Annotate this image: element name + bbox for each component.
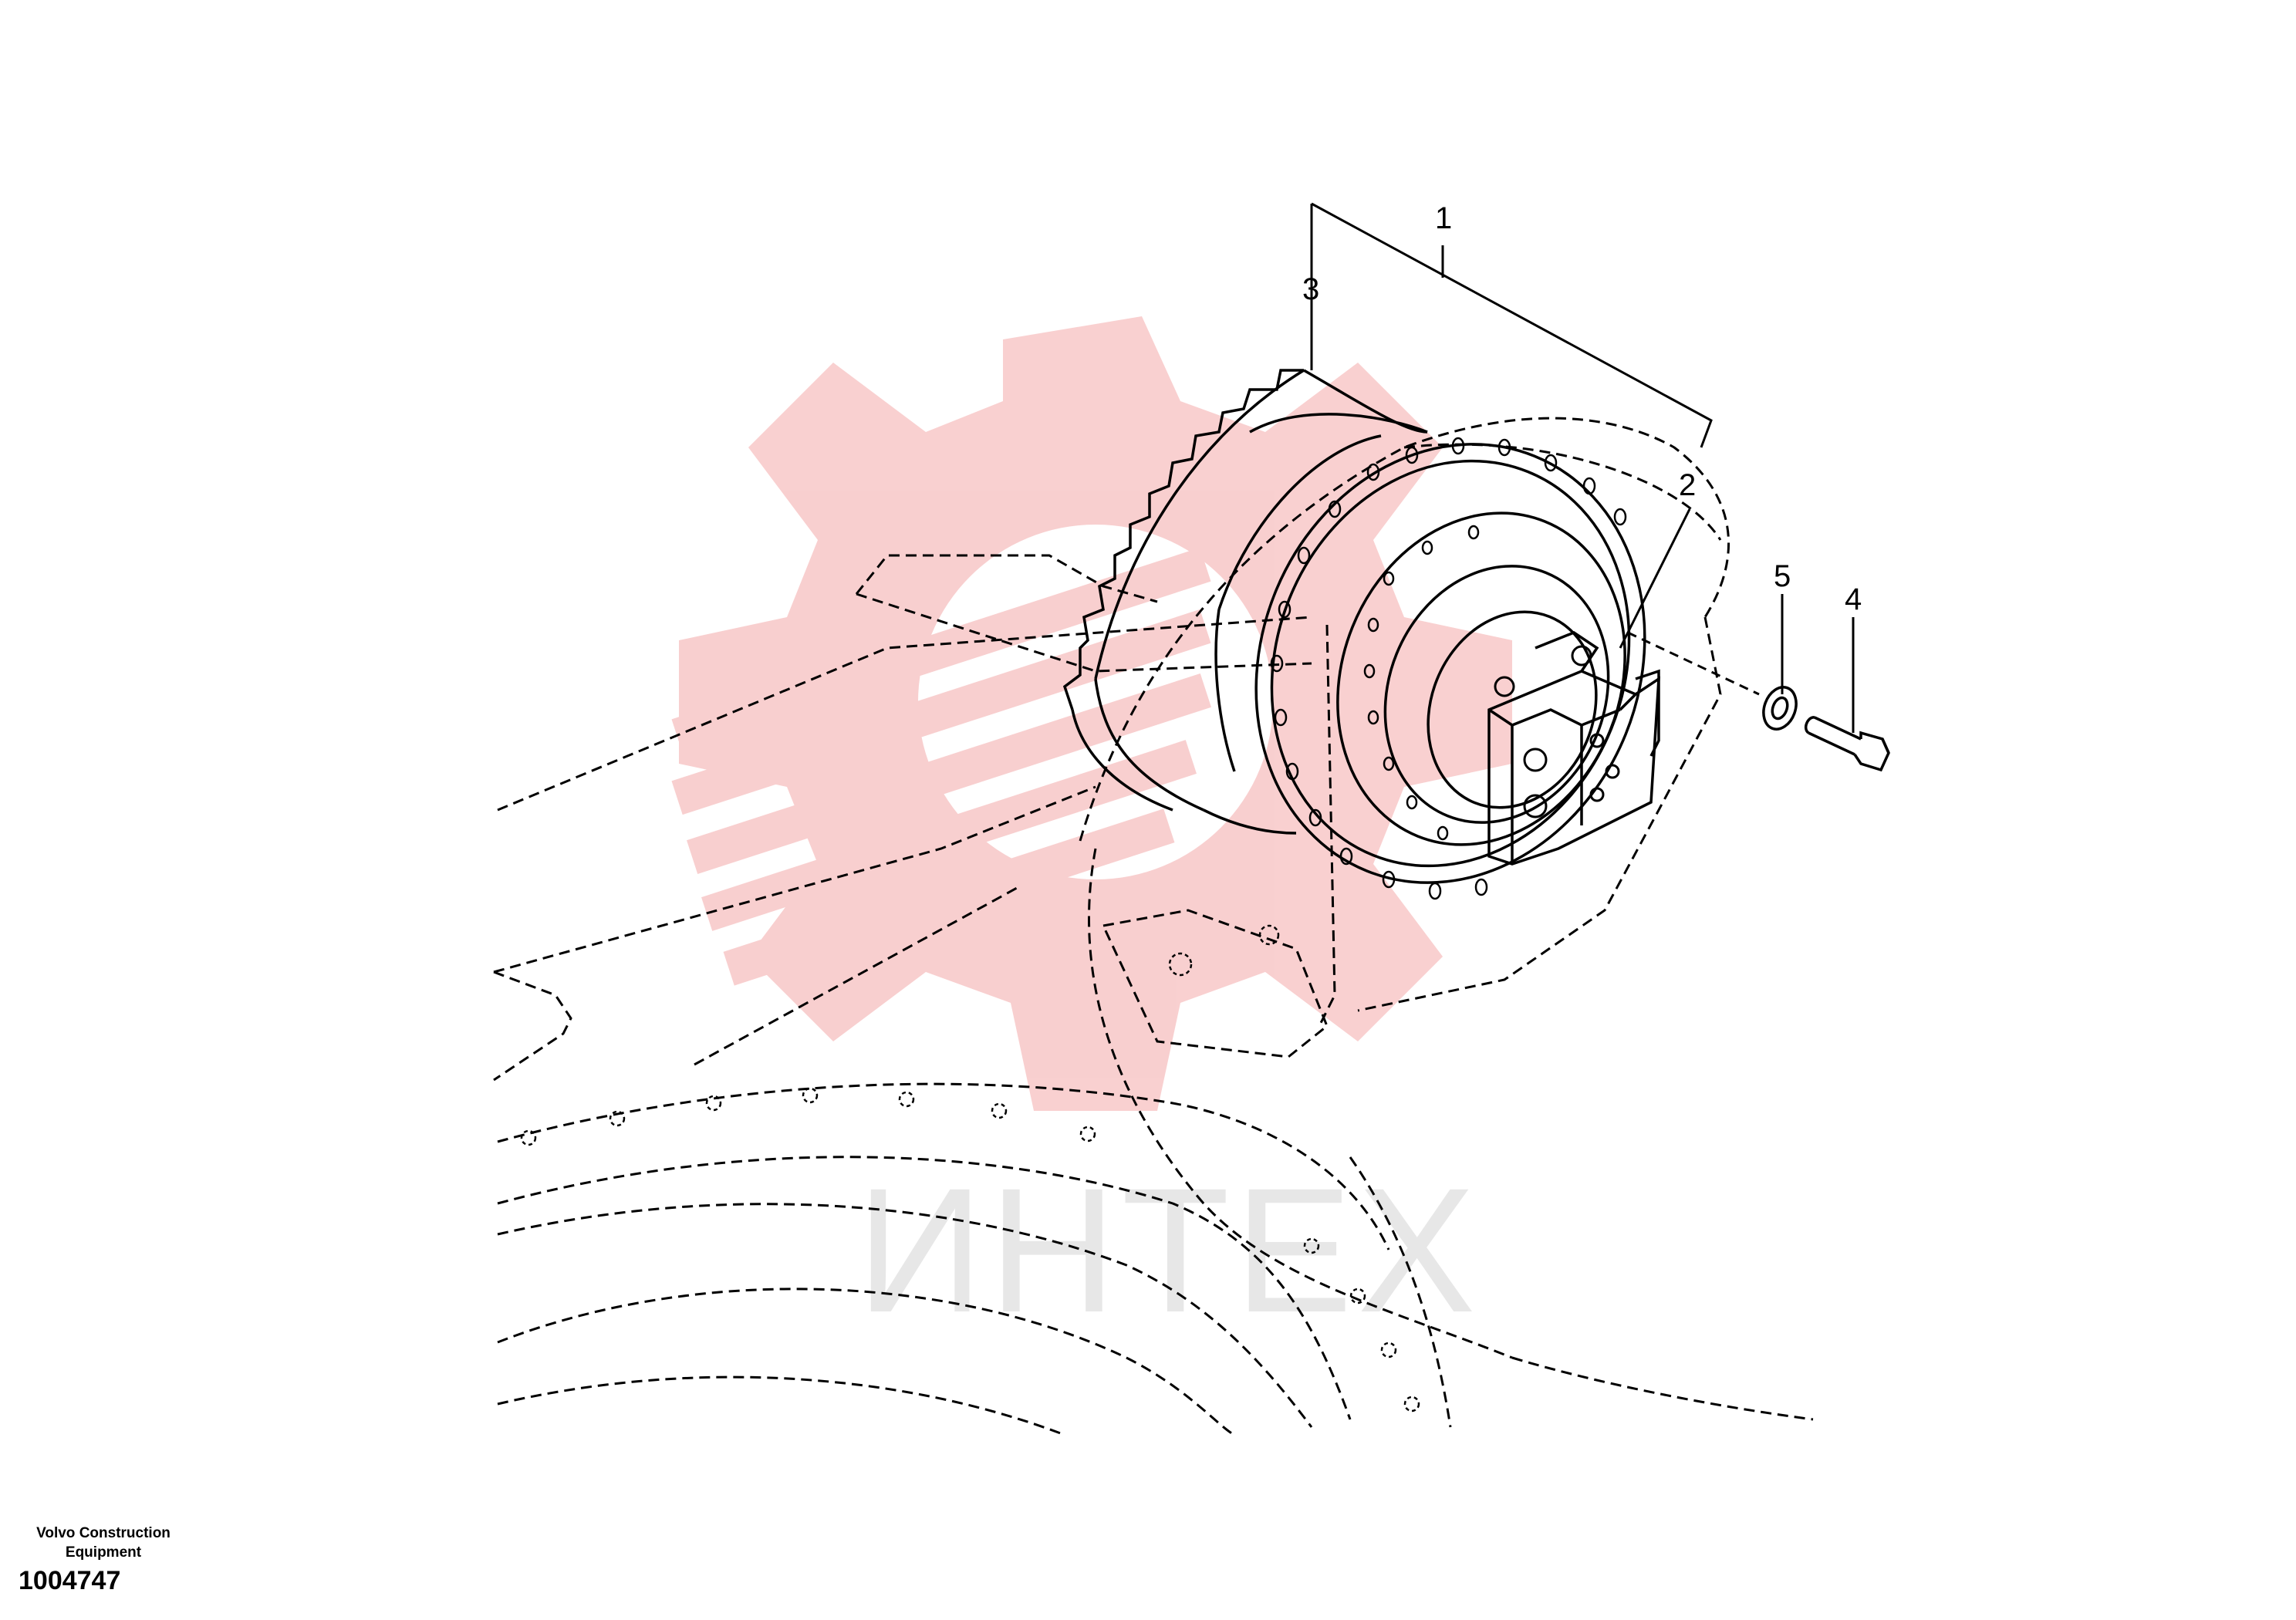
callout-2: 2 bbox=[1679, 468, 1696, 502]
valve-ports bbox=[1494, 645, 1620, 818]
bolt-part bbox=[1805, 716, 1890, 772]
part-number: 1004747 bbox=[19, 1566, 121, 1595]
callout-4: 4 bbox=[1845, 582, 1862, 616]
washer-part bbox=[1762, 686, 1798, 731]
reference-structure bbox=[493, 417, 1814, 1436]
brand-line-2: Equipment bbox=[65, 1544, 142, 1561]
callout-1: 1 bbox=[1435, 201, 1452, 235]
flange-bolt-holes bbox=[1270, 437, 1627, 900]
brand-line-1: Volvo Construction bbox=[36, 1525, 171, 1541]
callout-3: 3 bbox=[1302, 272, 1319, 306]
watermark-text: ИНТЕХ bbox=[856, 1151, 1481, 1349]
ring-bolt-holes bbox=[520, 924, 1420, 1412]
watermark-gear-icon bbox=[671, 316, 1512, 1111]
travel-motor-assembly bbox=[1062, 369, 1660, 884]
leader-lines bbox=[1310, 202, 1855, 733]
brand-label: Volvo Construction Equipment bbox=[19, 1524, 188, 1562]
callout-5: 5 bbox=[1774, 559, 1791, 593]
